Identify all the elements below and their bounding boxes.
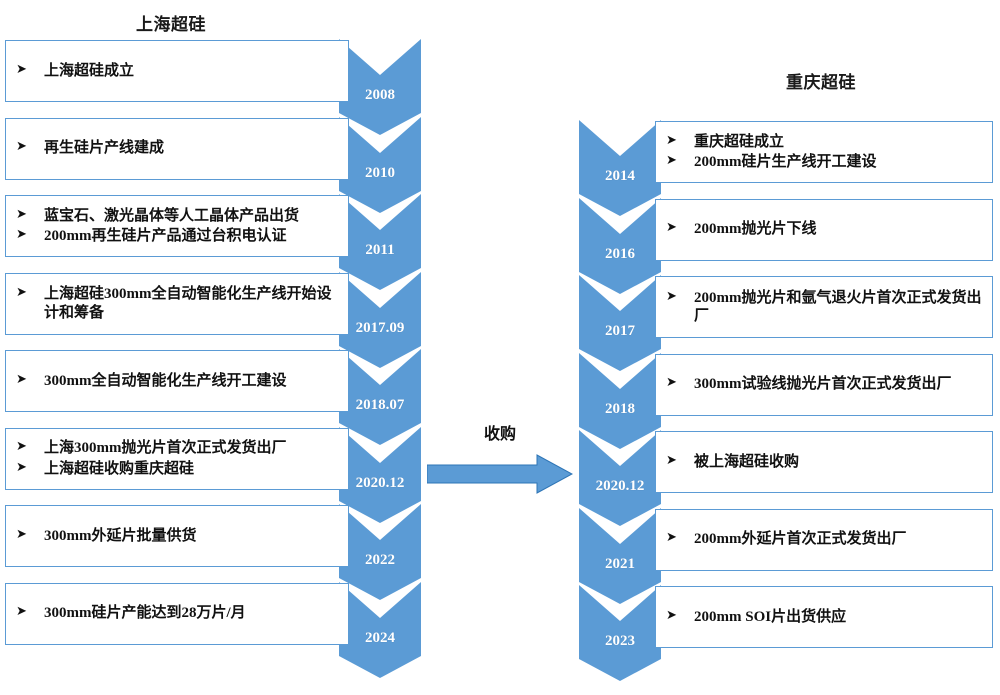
bullet-arrow-icon: ➤ [666, 607, 677, 623]
milestone-box[interactable]: ➤ 被上海超硅收购 [655, 431, 993, 493]
milestone-bullet-line: ➤ 被上海超硅收购 [666, 453, 984, 471]
bullet-arrow-icon: ➤ [16, 227, 27, 242]
milestone-text: 被上海超硅收购 [694, 453, 800, 470]
bullet-arrow-icon: ➤ [666, 530, 677, 546]
milestone-bullet-line: ➤ 重庆超硅成立 [666, 133, 984, 151]
milestone-text: 300mm全自动智能化生产线开工建设 [44, 372, 287, 389]
milestone-text: 200mm SOI片出货供应 [694, 608, 847, 625]
milestone-box[interactable]: ➤ 300mm全自动智能化生产线开工建设 [5, 350, 349, 412]
bullet-arrow-icon: ➤ [16, 604, 27, 620]
bullet-arrow-icon: ➤ [666, 132, 677, 148]
milestone-text: 200mm抛光片和氩气退火片首次正式发货出厂 [694, 289, 982, 324]
bullet-arrow-icon: ➤ [16, 61, 27, 77]
milestone-bullet-line: ➤ 200mm抛光片下线 [666, 220, 984, 238]
milestone-box[interactable]: ➤ 200mm SOI片出货供应 [655, 586, 993, 648]
milestone-text: 上海300mm抛光片首次正式发货出厂 [44, 440, 287, 457]
milestone-text: 200mm硅片生产线开工建设 [694, 154, 877, 170]
milestone-box[interactable]: ➤ 300mm外延片批量供货 [5, 505, 349, 567]
milestone-chevron: 2024 [339, 581, 421, 678]
milestone-bullet-line: ➤ 300mm外延片批量供货 [16, 527, 340, 545]
milestone-bullet-line: ➤ 上海超硅300mm全自动智能化生产线开始设计和筹备 [16, 285, 340, 322]
milestone-bullet-line: ➤ 蓝宝石、激光晶体等人工晶体产品出货 [16, 207, 340, 225]
bullet-arrow-icon: ➤ [16, 285, 27, 301]
milestone-bullet-line: ➤ 上海300mm抛光片首次正式发货出厂 [16, 439, 340, 457]
milestone-text: 上海超硅300mm全自动智能化生产线开始设计和筹备 [44, 286, 332, 321]
milestone-text: 再生硅片产线建成 [44, 140, 165, 157]
bullet-arrow-icon: ➤ [16, 459, 27, 475]
milestone-box[interactable]: ➤ 上海超硅300mm全自动智能化生产线开始设计和筹备 [5, 272, 349, 335]
bullet-arrow-icon: ➤ [16, 139, 27, 155]
milestone-text: 300mm硅片产能达到28万片/月 [44, 605, 246, 622]
left-column-title: 上海超硅 [136, 15, 206, 34]
milestone-box[interactable]: ➤ 200mm外延片首次正式发货出厂 [655, 508, 993, 571]
milestone-text: 重庆超硅成立 [694, 133, 785, 150]
milestone-box[interactable]: ➤ 重庆超硅成立 ➤ 200mm硅片生产线开工建设 [655, 121, 993, 183]
acquisition-arrow-icon [427, 454, 573, 494]
milestone-bullet-line: ➤ 300mm试验线抛光片首次正式发货出厂 [666, 375, 984, 393]
bullet-arrow-icon: ➤ [16, 206, 27, 222]
milestone-bullet-line: ➤ 200mm外延片首次正式发货出厂 [666, 530, 984, 548]
bullet-arrow-icon: ➤ [666, 220, 677, 236]
milestone-text: 蓝宝石、激光晶体等人工晶体产品出货 [44, 207, 300, 224]
bullet-arrow-icon: ➤ [666, 452, 677, 468]
milestone-box[interactable]: ➤ 上海300mm抛光片首次正式发货出厂 ➤ 上海超硅收购重庆超硅 [5, 427, 349, 490]
milestone-bullet-line: ➤ 200mm硅片生产线开工建设 [666, 153, 984, 171]
milestone-bullet-line: ➤ 上海超硅收购重庆超硅 [16, 460, 340, 478]
milestone-bullet-line: ➤ 上海超硅成立 [16, 62, 340, 80]
milestone-box[interactable]: ➤ 300mm试验线抛光片首次正式发货出厂 [655, 353, 993, 416]
milestone-box[interactable]: ➤ 再生硅片产线建成 [5, 117, 349, 180]
milestone-box[interactable]: ➤ 200mm抛光片下线 [655, 198, 993, 261]
milestone-box[interactable]: ➤ 上海超硅成立 [5, 40, 349, 102]
milestone-text: 200mm抛光片下线 [694, 221, 817, 238]
milestone-text: 200mm外延片首次正式发货出厂 [694, 531, 907, 548]
milestone-bullet-line: ➤ 200mm抛光片和氩气退火片首次正式发货出厂 [666, 289, 984, 326]
milestone-text: 上海超硅成立 [44, 62, 135, 79]
milestone-text: 200mm再生硅片产品通过台积电认证 [44, 228, 287, 244]
milestone-box[interactable]: ➤ 300mm硅片产能达到28万片/月 [5, 582, 349, 645]
milestone-text: 300mm试验线抛光片首次正式发货出厂 [694, 376, 952, 393]
bullet-arrow-icon: ➤ [666, 288, 677, 304]
right-column-title: 重庆超硅 [786, 73, 856, 92]
milestone-text: 上海超硅收购重庆超硅 [44, 460, 195, 477]
milestone-box[interactable]: ➤ 蓝宝石、激光晶体等人工晶体产品出货 ➤ 200mm再生硅片产品通过台积电认证 [5, 195, 349, 257]
milestone-bullet-line: ➤ 300mm硅片产能达到28万片/月 [16, 604, 340, 622]
acquisition-label: 收购 [483, 426, 516, 443]
milestone-bullet-line: ➤ 再生硅片产线建成 [16, 139, 340, 157]
milestone-box[interactable]: ➤ 200mm抛光片和氩气退火片首次正式发货出厂 [655, 276, 993, 338]
milestone-bullet-line: ➤ 300mm全自动智能化生产线开工建设 [16, 372, 340, 390]
bullet-arrow-icon: ➤ [666, 375, 677, 391]
milestone-text: 300mm外延片批量供货 [44, 527, 197, 544]
milestone-bullet-line: ➤ 200mm SOI片出货供应 [666, 608, 984, 626]
acquisition-connector: 收购 [425, 420, 575, 500]
bullet-arrow-icon: ➤ [16, 371, 27, 387]
bullet-arrow-icon: ➤ [16, 526, 27, 542]
bullet-arrow-icon: ➤ [666, 153, 677, 168]
bullet-arrow-icon: ➤ [16, 439, 27, 455]
milestone-bullet-line: ➤ 200mm再生硅片产品通过台积电认证 [16, 227, 340, 245]
milestone-chevron: 2023 [579, 585, 661, 681]
